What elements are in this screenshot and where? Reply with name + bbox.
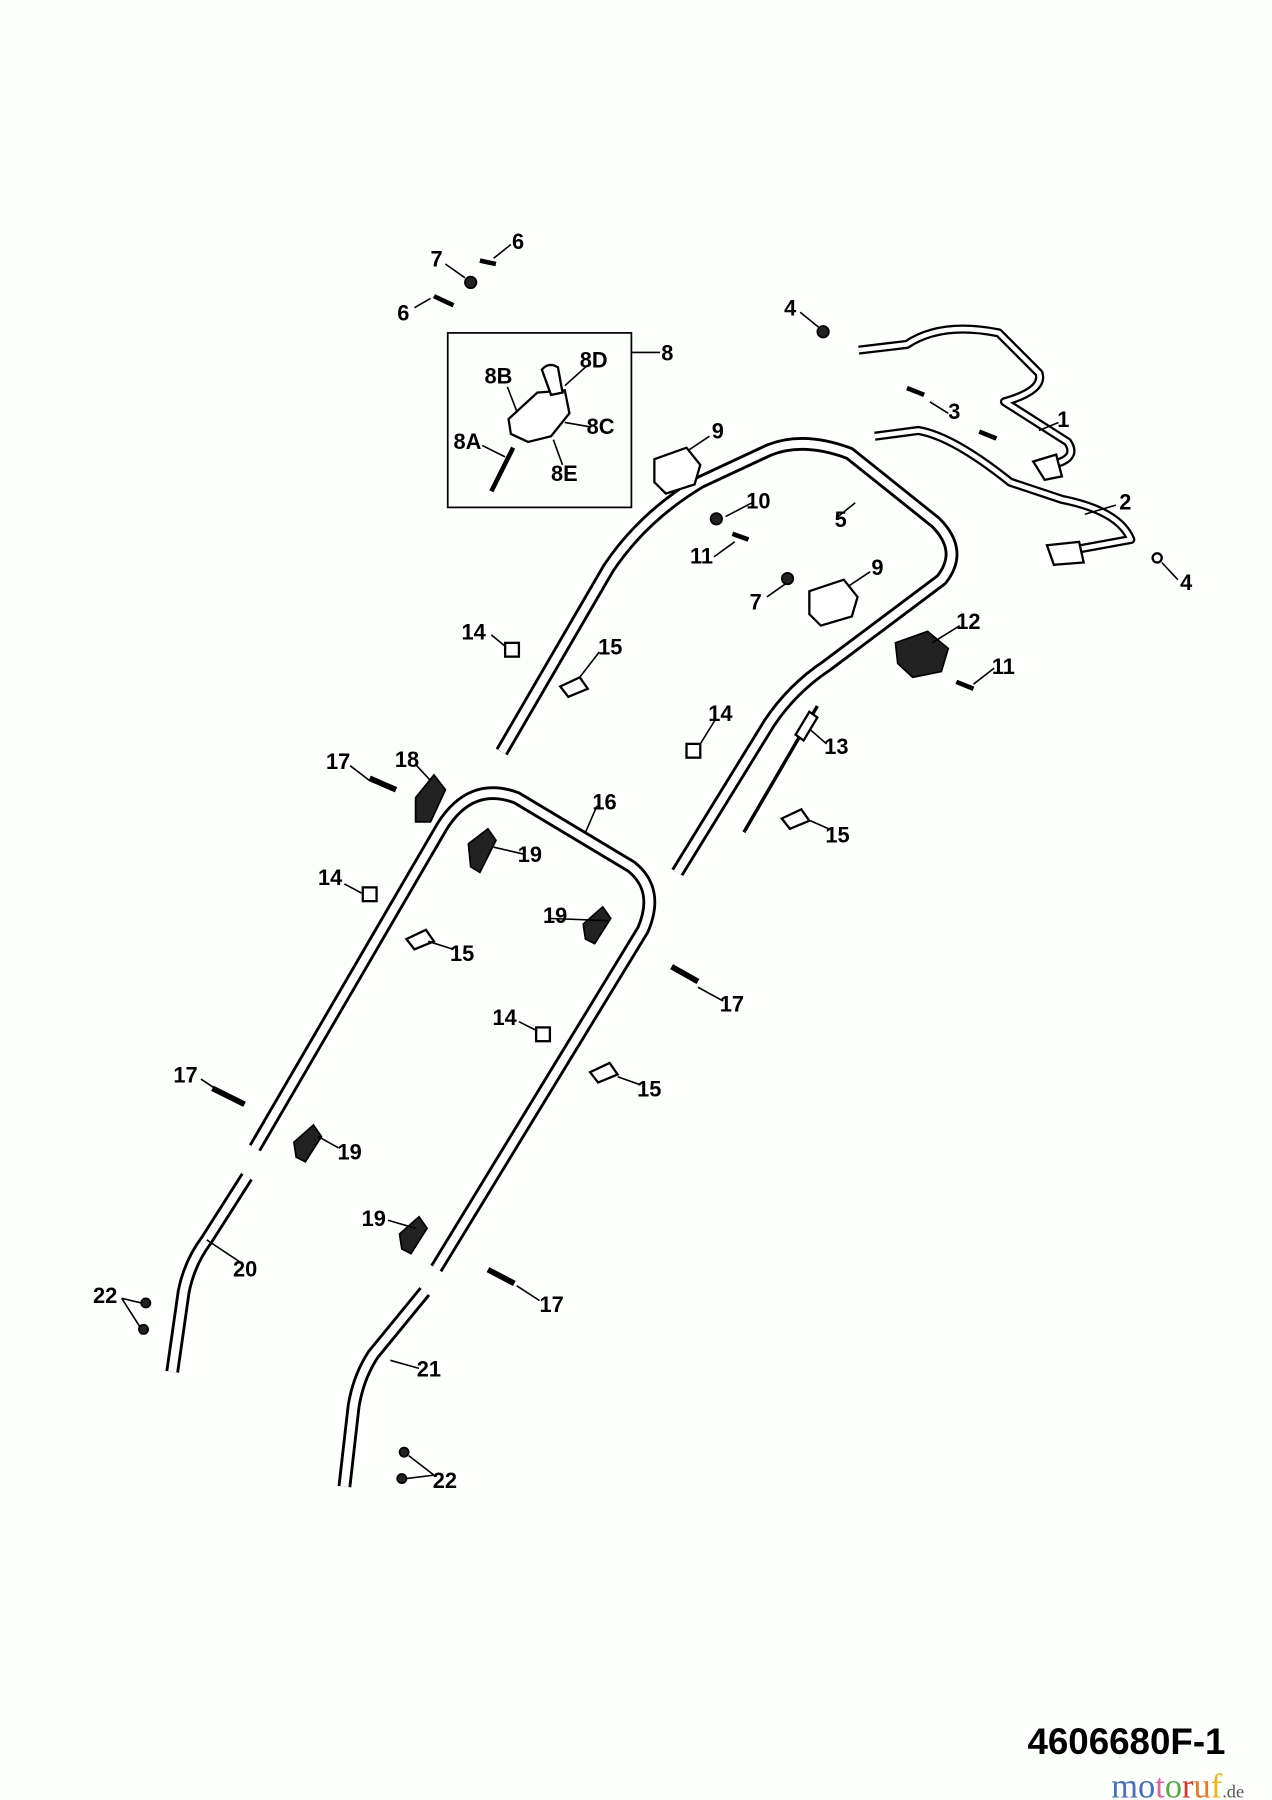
callout-17: 17 — [326, 749, 350, 774]
callout-22: 22 — [433, 1468, 457, 1493]
svg-text:motoruf.de: motoruf.de — [1111, 1768, 1244, 1800]
callout-17: 17 — [173, 1063, 197, 1088]
callout-13: 13 — [824, 734, 848, 759]
callout-4: 4 — [1180, 570, 1192, 595]
callout-9: 9 — [712, 419, 724, 444]
callout-5: 5 — [835, 507, 847, 532]
lower-tube-part-21 — [337, 1287, 431, 1488]
callout-labels: 6 7 6 4 8 8D 8B 1 3 8C 9 8A 8E 10 2 5 9 … — [93, 229, 1192, 1493]
upper-handle-part-5 — [495, 437, 959, 877]
callout-19: 19 — [518, 842, 542, 867]
callout-22: 22 — [93, 1283, 117, 1308]
callout-4: 4 — [784, 296, 796, 321]
callout-9: 9 — [871, 555, 883, 580]
control-lever-kit-part-8 — [446, 332, 633, 509]
callout-14: 14 — [462, 619, 486, 644]
callout-14: 14 — [318, 865, 342, 890]
callout-8d: 8D — [580, 347, 608, 372]
callout-8e: 8E — [551, 461, 578, 486]
callout-8c: 8C — [587, 414, 615, 439]
callout-17: 17 — [540, 1292, 564, 1317]
callout-15: 15 — [450, 941, 474, 966]
small-parts — [138, 258, 1163, 1485]
lower-tube-part-20 — [165, 1172, 253, 1373]
callout-20: 20 — [233, 1257, 257, 1282]
callout-7: 7 — [750, 590, 762, 615]
callout-8b: 8B — [484, 363, 512, 388]
callout-15: 15 — [598, 634, 622, 659]
callout-10: 10 — [746, 489, 770, 514]
callout-2: 2 — [1119, 490, 1131, 515]
callout-17: 17 — [720, 991, 744, 1016]
bail-part-2 — [874, 425, 1136, 567]
callout-15: 15 — [637, 1076, 661, 1101]
lower-handle-part-16 — [248, 786, 657, 1273]
callout-12: 12 — [956, 609, 980, 634]
callout-3: 3 — [948, 399, 960, 424]
callout-6: 6 — [512, 229, 524, 254]
bail-part-1 — [858, 324, 1076, 482]
callout-1: 1 — [1057, 407, 1069, 432]
diagram-code: 4606680F-1 — [1027, 1721, 1225, 1762]
callout-19: 19 — [362, 1206, 386, 1231]
callout-18: 18 — [395, 747, 419, 772]
callout-19: 19 — [338, 1139, 362, 1164]
callout-14: 14 — [493, 1005, 517, 1030]
leader-lines — [121, 243, 1179, 1480]
callout-8a: 8A — [453, 429, 481, 454]
callout-14: 14 — [708, 701, 732, 726]
callout-19: 19 — [543, 903, 567, 928]
callout-11: 11 — [690, 544, 713, 569]
callout-6: 6 — [397, 300, 409, 325]
callout-21: 21 — [417, 1356, 441, 1381]
callout-8: 8 — [661, 340, 673, 365]
callout-11: 11 — [992, 654, 1015, 679]
callout-15: 15 — [825, 823, 849, 848]
callout-16: 16 — [592, 789, 616, 814]
callout-7: 7 — [431, 246, 443, 271]
motoruf-watermark-logo: motoruf.de — [1111, 1768, 1244, 1800]
